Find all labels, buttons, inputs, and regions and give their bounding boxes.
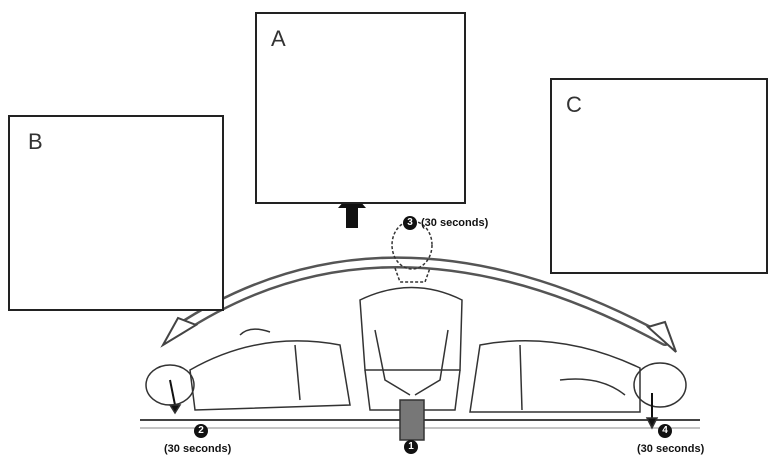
step-1-number: 1	[404, 440, 418, 454]
panel-b-letter: B	[28, 129, 43, 155]
lying-person-left-figure	[146, 329, 350, 413]
step-2-number: 2	[194, 424, 208, 438]
panel-a: A	[255, 12, 466, 204]
step-2-duration: (30 seconds)	[164, 443, 231, 455]
step-4-label: 4	[658, 424, 672, 438]
seated-person-figure	[360, 221, 462, 440]
step-1-label: 1	[404, 440, 418, 454]
step-3-number: 3	[403, 216, 417, 230]
step-4-duration: (30 seconds)	[637, 443, 704, 455]
panel-a-letter: A	[271, 26, 286, 52]
step-4-duration-label: (30 seconds)	[637, 443, 704, 455]
step-2-label: 2	[194, 424, 208, 438]
panel-c-letter: C	[566, 92, 582, 118]
step-2-duration-label: (30 seconds)	[164, 443, 231, 455]
step-3-label: 3 (30 seconds)	[403, 216, 488, 230]
step-4-number: 4	[658, 424, 672, 438]
panel-c: C	[550, 78, 768, 274]
step-3-duration: (30 seconds)	[421, 217, 488, 229]
panel-b: B	[8, 115, 224, 311]
arc-arrowhead-left	[163, 318, 196, 345]
lying-person-right-figure	[470, 341, 686, 428]
